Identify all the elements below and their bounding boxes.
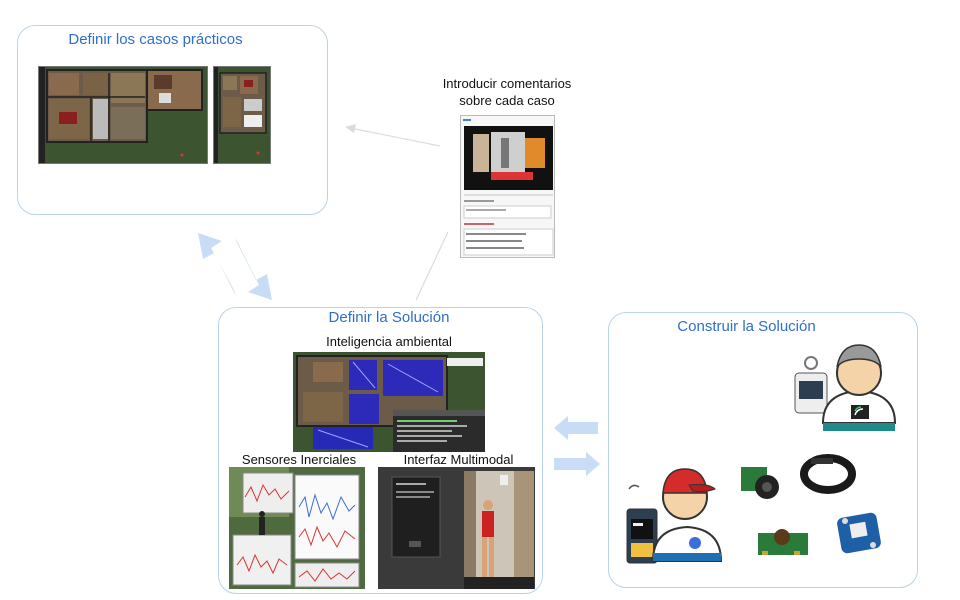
wristband-component bbox=[799, 448, 857, 500]
person-red-cap-icon bbox=[619, 453, 729, 565]
sensor-board-component bbox=[754, 523, 814, 561]
arrow-right-to-build bbox=[554, 452, 600, 476]
build-box-title: Construir la Solución bbox=[677, 318, 816, 335]
ambient-label: Inteligencia ambiental bbox=[326, 334, 452, 349]
arrow-down-to-solution bbox=[234, 237, 272, 300]
ambient-screenshot bbox=[293, 352, 485, 452]
comment-to-solution-line bbox=[415, 231, 449, 301]
multimodal-label: Interfaz Multimodal bbox=[403, 452, 514, 467]
comments-screenshot bbox=[460, 115, 555, 258]
case-floorplan-1 bbox=[38, 66, 208, 164]
case-floorplan-2 bbox=[213, 66, 271, 164]
arrow-up-to-cases bbox=[198, 233, 236, 296]
solution-box: Definir la Solución Inteligencia ambient… bbox=[218, 307, 543, 594]
comment-to-cases-arrow bbox=[345, 124, 441, 147]
camera-module-component bbox=[737, 461, 783, 501]
comments-label: Introducir comentarios sobre cada caso bbox=[442, 76, 572, 108]
inertial-label: Sensores Inerciales bbox=[241, 452, 357, 467]
build-box: Construir la Solución bbox=[608, 312, 918, 588]
cases-box: Definir los casos prácticos bbox=[17, 25, 328, 215]
inertial-screenshot bbox=[229, 467, 365, 589]
arrow-left-to-solution bbox=[554, 416, 598, 440]
grove-board-component bbox=[831, 509, 889, 557]
person-gray-hair-icon bbox=[789, 331, 907, 441]
cases-box-title: Definir los casos prácticos bbox=[68, 31, 243, 48]
multimodal-screenshot bbox=[378, 467, 535, 589]
solution-box-title: Definir la Solución bbox=[328, 309, 450, 326]
